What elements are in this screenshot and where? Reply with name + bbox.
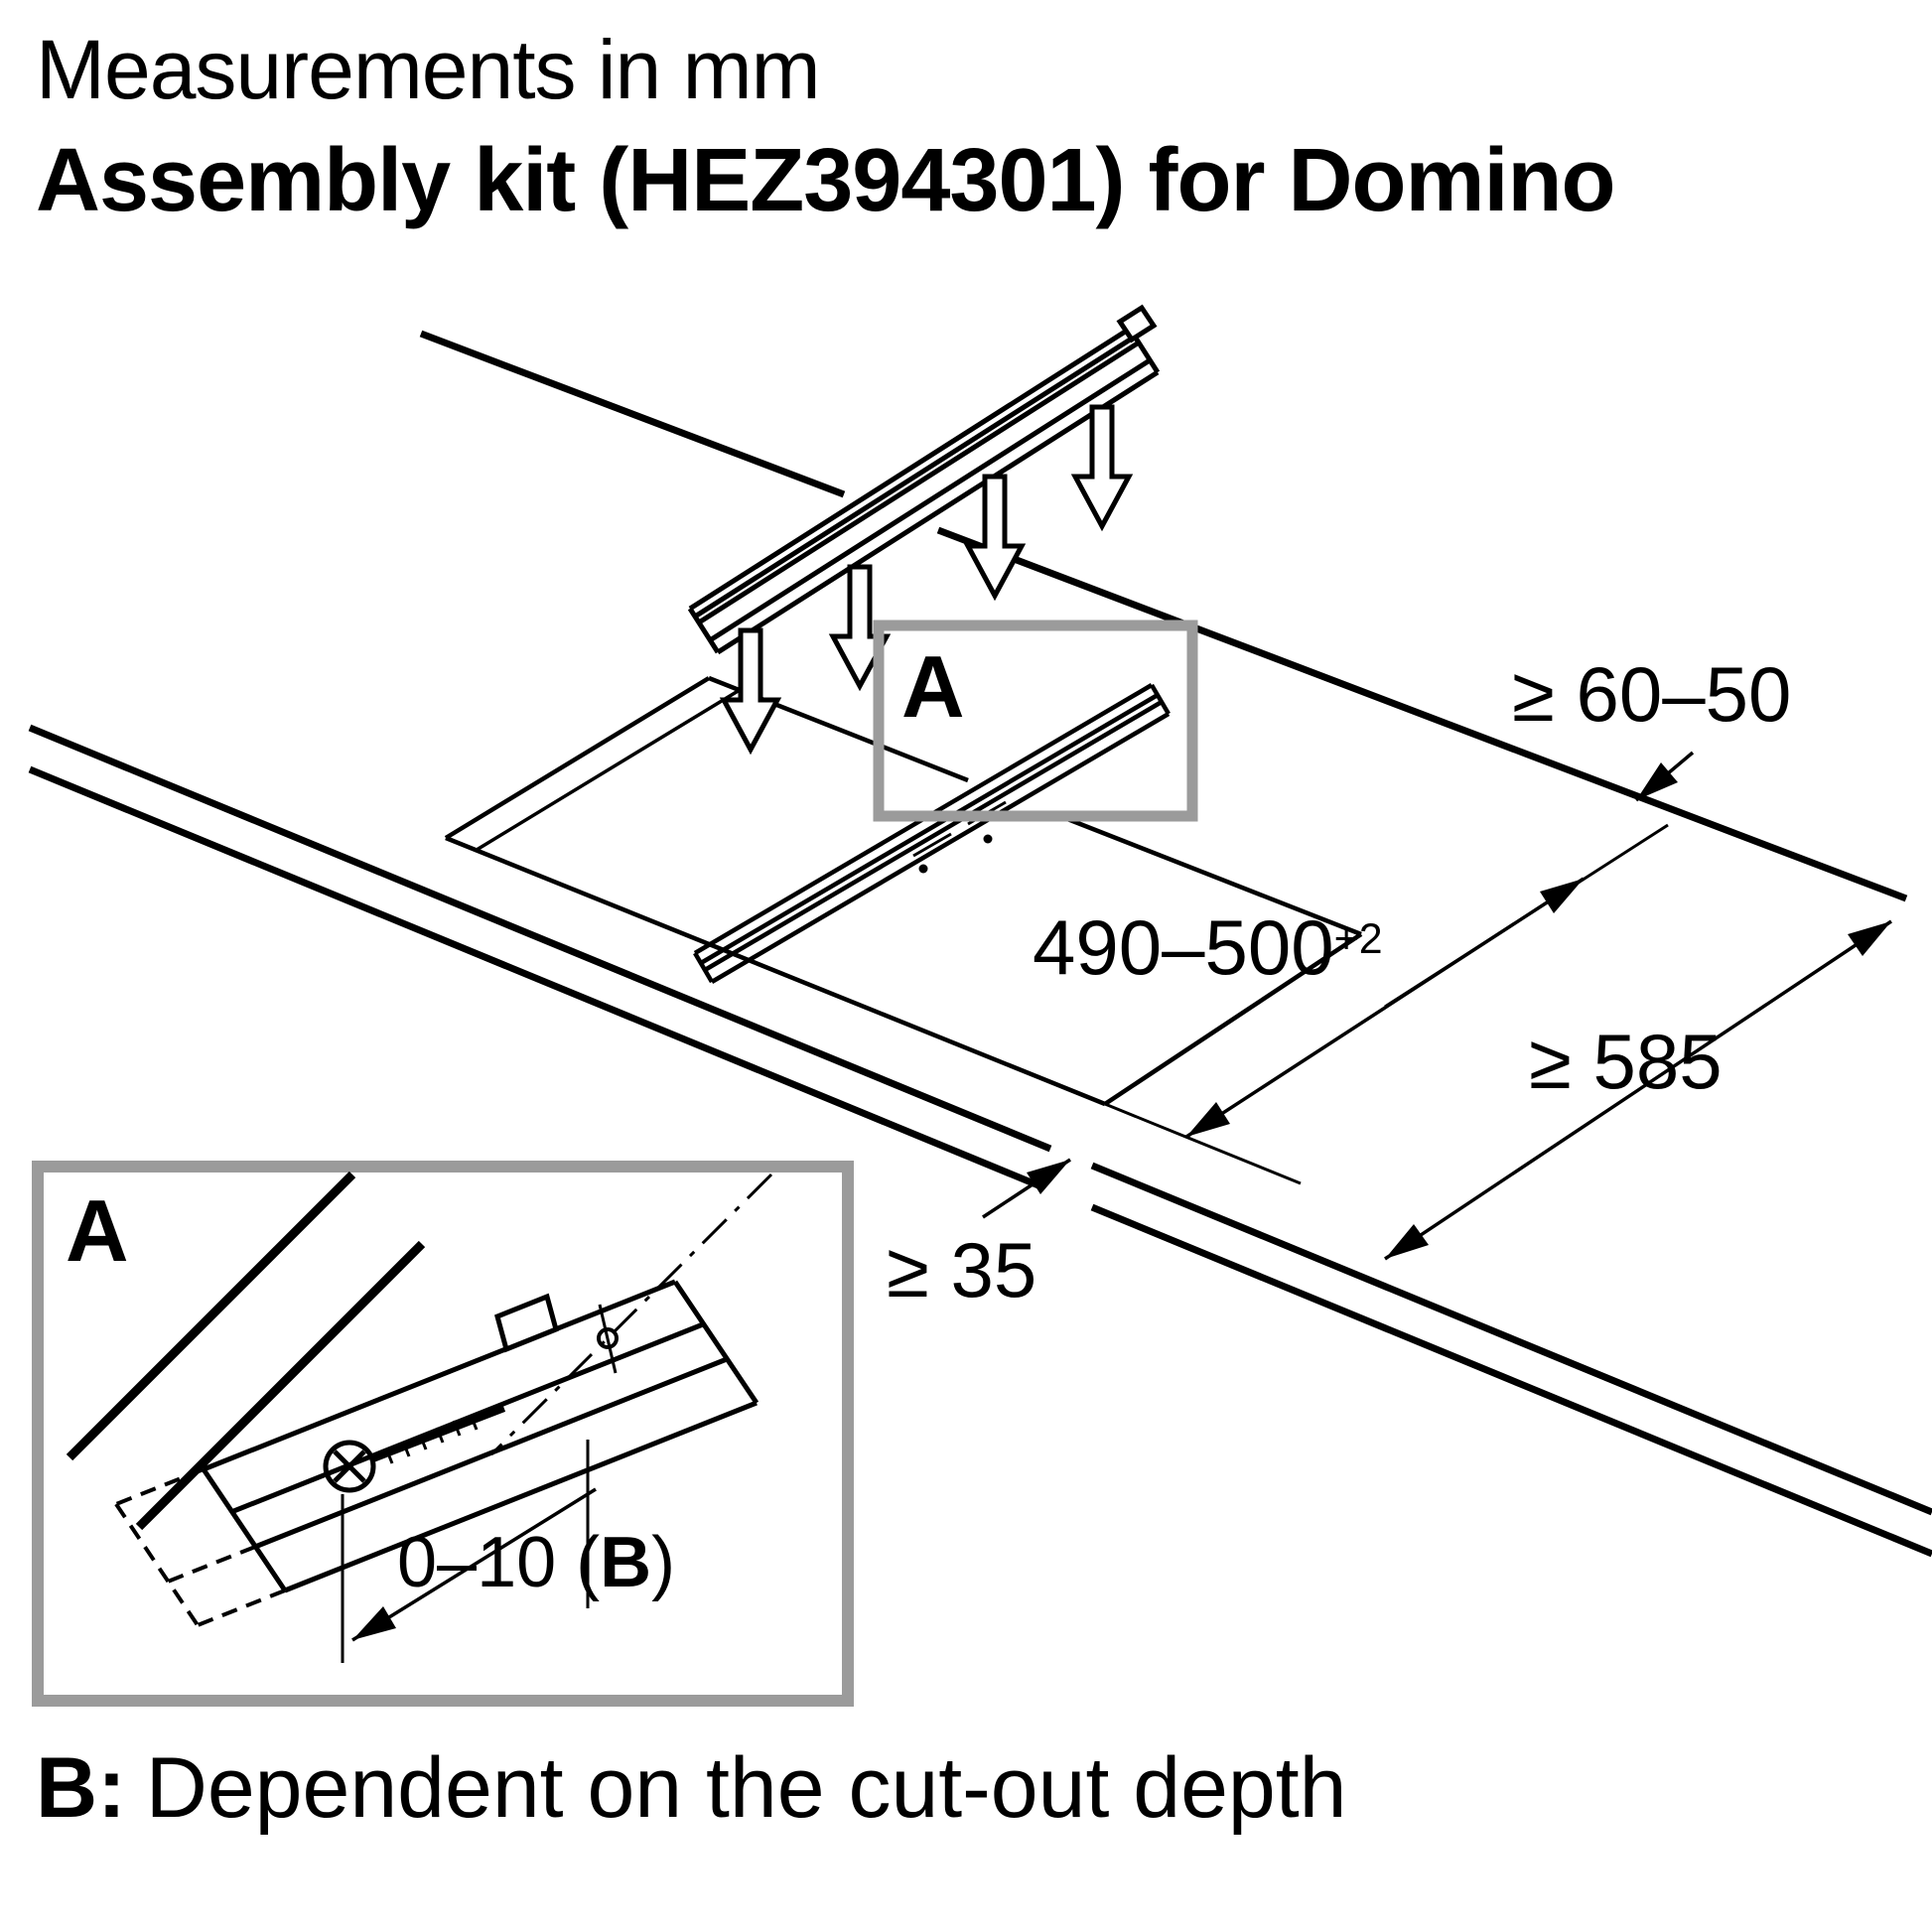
page-title: Assembly kit (HEZ394301) for Domino: [36, 131, 1615, 230]
screw-icon: [323, 1406, 506, 1493]
cutout-outline: [444, 675, 1363, 1107]
detail-offset-ref: B: [600, 1523, 652, 1602]
measurements-note: Measurements in mm: [36, 23, 821, 116]
footnote-text: Dependent on the cut-out depth: [145, 1740, 1347, 1836]
detail-drawing: [66, 1171, 773, 1663]
dim-arrow-front-clearance: [982, 1158, 1071, 1219]
detail-offset-close: ): [651, 1523, 676, 1602]
detail-bracket-hidden: [114, 1467, 286, 1627]
dim-label-back-clearance: ≥ 60–50: [1512, 650, 1792, 738]
detail-centerline: [489, 1173, 773, 1456]
dim-label-cutout-depth: 490–500+2: [1033, 908, 1383, 986]
worktop-back-edge: [419, 330, 1908, 902]
detail-worktop-edge: [66, 1171, 426, 1531]
insertion-arrow: [719, 627, 782, 756]
rail-end-tab: [1116, 304, 1158, 344]
footnote-key: B:: [36, 1740, 126, 1836]
worktop-front-edge: [28, 724, 1932, 1558]
insertion-arrow: [1070, 404, 1134, 532]
footnote: B:Dependent on the cut-out depth: [36, 1739, 1346, 1838]
insertion-arrow: [963, 474, 1027, 602]
dim-arrow-back-clearance: [1634, 751, 1695, 802]
detail-label-a: A: [66, 1181, 129, 1280]
assembly-rail: [687, 304, 1161, 655]
detail-offset-open: 0–10 (: [397, 1523, 601, 1602]
detail-box-a: [32, 1161, 854, 1707]
dim-arrow-detail-offset: [341, 1440, 597, 1663]
detail-bracket: [201, 1279, 759, 1593]
callout-label-a: A: [901, 637, 965, 736]
bracket-hook-tab: [494, 1293, 559, 1353]
callout-frame-a: [873, 620, 1198, 822]
dim-arrow-cutout-depth: [1185, 877, 1585, 1139]
dim-label-front-clearance: ≥ 35: [887, 1226, 1037, 1313]
dim-label-worktop-depth: ≥ 585: [1529, 1018, 1723, 1105]
dim-cutout-depth-value: 490–500: [1033, 903, 1334, 991]
dim-arrow-worktop-depth: [1384, 919, 1892, 1261]
title-block: Measurements in mm Assembly kit (HEZ3943…: [36, 22, 1615, 232]
dim-label-detail-offset: 0–10 (B): [397, 1527, 675, 1598]
dim-cutout-depth-tolerance: +2: [1333, 914, 1383, 963]
bracket-hole: [597, 1327, 619, 1349]
